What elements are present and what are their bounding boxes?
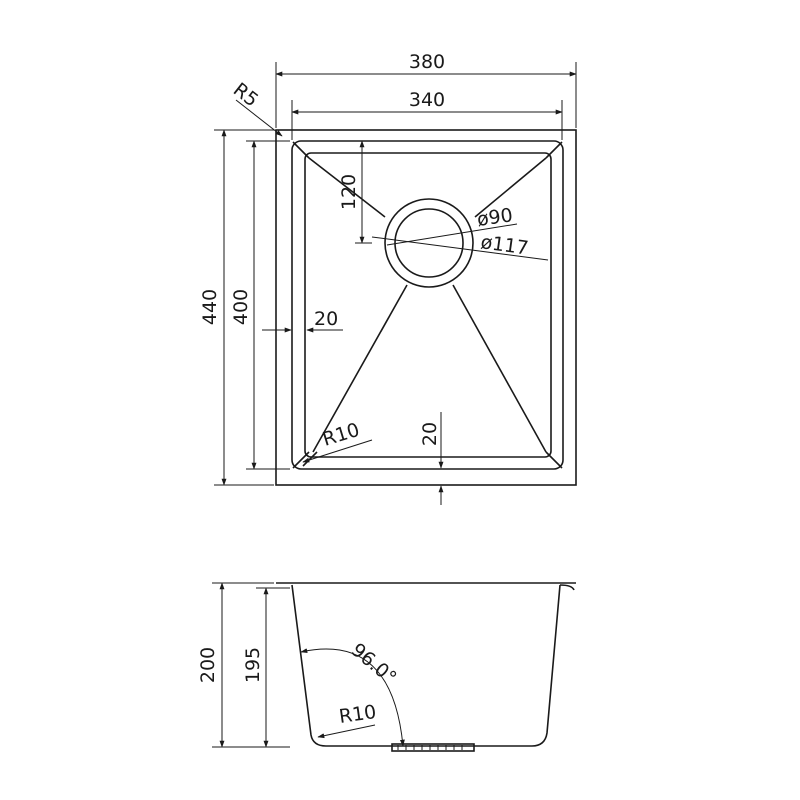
dim-overall-height: 200 [197,582,290,748]
corner-bevels [292,141,563,469]
label-overall-width: 380 [409,51,445,73]
top-view: 380 340 R5 440 400 [199,51,577,505]
side-bowl-inner [559,584,575,591]
label-flange-bottom: 20 [419,422,441,446]
label-overall-height: 200 [197,647,219,683]
drain-outer-ring [384,198,474,288]
side-view: 200 195 96.0° R10 [197,582,576,752]
dim-flange-side: 20 [262,308,343,333]
drain-inner-ring [394,208,464,278]
bowl-outline-inner [304,152,552,458]
label-wall-angle: 96.0° [347,639,401,689]
slope-lines [308,157,547,453]
label-inner-width: 340 [409,89,445,111]
label-corner-radius-outer: R5 [229,79,262,112]
label-drain-inner-dia: ø90 [476,204,515,231]
dim-overall-length: 440 [199,129,274,486]
side-drain-stub [391,743,475,752]
dim-bottom-radius: R10 [317,701,378,739]
label-drain-outer-dia: ø117 [479,231,529,259]
label-inner-length: 400 [230,289,252,325]
dim-overall-width: 380 [275,51,577,128]
dim-inner-width: 340 [291,89,563,140]
label-overall-length: 440 [199,289,221,325]
dim-inner-length: 400 [230,140,290,470]
dim-corner-radius-outer: R5 [229,79,283,137]
label-flange-side: 20 [314,308,338,330]
dim-drain-offset: 120 [338,140,410,244]
dim-bowl-depth: 195 [242,587,290,748]
dim-flange-bottom: 20 [419,412,444,505]
outer-rim [275,129,577,486]
bowl-outline-outer [291,140,564,470]
label-bowl-depth: 195 [242,647,264,683]
label-drain-offset: 120 [338,174,360,210]
label-corner-radius-inner: R10 [320,419,362,451]
side-bowl-outer [291,584,561,747]
label-bottom-radius: R10 [338,701,378,728]
